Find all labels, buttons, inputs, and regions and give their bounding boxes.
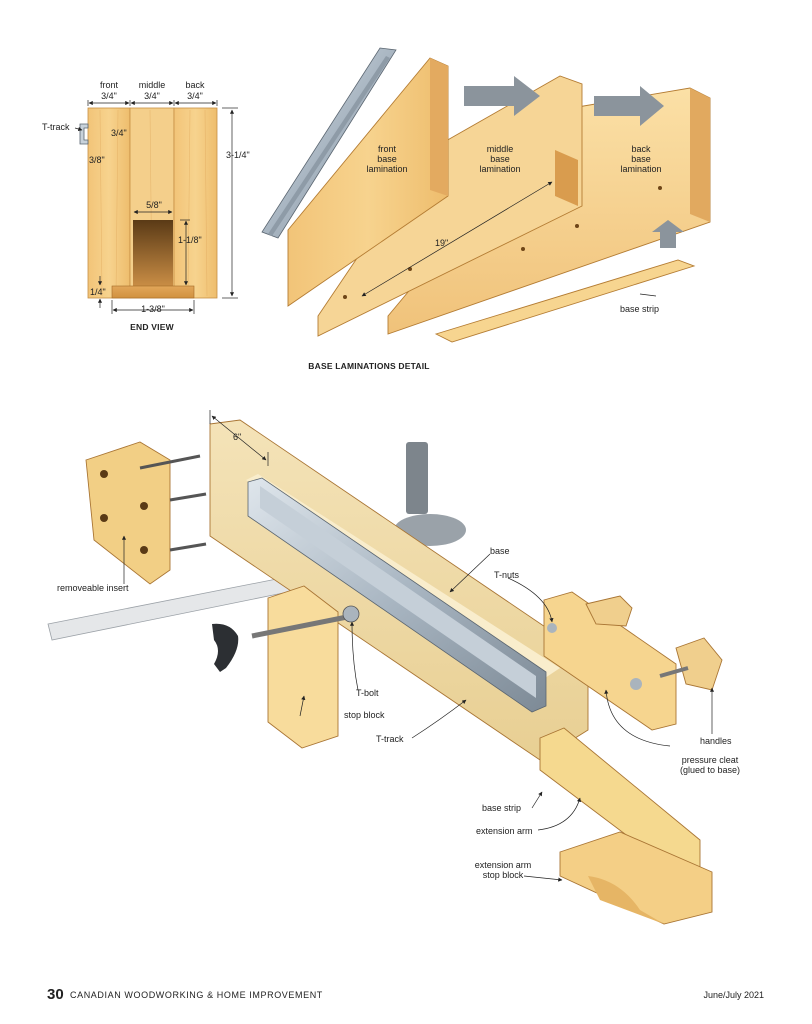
lamination-base-strip-label: base strip [620, 304, 660, 314]
removeable-insert-label: removeable insert [57, 583, 129, 593]
extension-arm-label: extension arm [476, 826, 533, 836]
end-view-slot-width: 5/8" [146, 200, 162, 210]
laminations-caption: BASE LAMINATIONS DETAIL [308, 361, 430, 371]
base-strip-label: base strip [482, 803, 522, 813]
end-view-drawing [74, 100, 238, 314]
ttrack-label: T-track [376, 734, 404, 744]
page-number: 30 [47, 986, 64, 1003]
lamination-length-dim: 19" [435, 238, 449, 248]
end-view-col-width-front: 3/4" [101, 91, 117, 101]
end-view-col-header-back: back [185, 80, 205, 90]
tnuts-label: T-nuts [494, 570, 520, 580]
end-view-col-width-middle: 3/4" [144, 91, 160, 101]
extension-arm-stop-block-label: extension arm stop block [474, 860, 532, 880]
publication-name: CANADIAN WOODWORKING & HOME IMPROVEMENT [70, 990, 323, 1000]
middle-lamination-label: middle base lamination [479, 144, 521, 174]
assembly-drawing [47, 410, 723, 925]
end-view-caption: END VIEW [130, 322, 174, 332]
assembly-dim-6: 6" [233, 432, 242, 442]
base-label: base [490, 546, 510, 556]
end-view-col-width-back: 3/4" [187, 91, 203, 101]
laminations-drawing [261, 47, 711, 343]
end-view-base-strip-thickness: 1/4" [90, 287, 106, 297]
tbolt-label: T-bolt [356, 688, 379, 698]
end-view-slot-height: 1-1/8" [178, 235, 202, 245]
end-view-ttrack-height: 3/8" [89, 155, 105, 165]
issue-date: June/July 2021 [703, 990, 764, 1000]
handles-label: handles [700, 736, 732, 746]
end-view-bottom-width: 1-3/8" [141, 304, 165, 314]
end-view-overall-height: 3-1/4" [226, 150, 250, 160]
end-view-ttrack-label: T-track [42, 122, 70, 132]
end-view-col-header-front: front [99, 80, 119, 90]
back-lamination-label: back base lamination [620, 144, 662, 174]
pressure-cleat-label: pressure cleat (glued to base) [679, 755, 741, 775]
end-view-col-header-middle: middle [138, 80, 166, 90]
front-lamination-label: front base lamination [366, 144, 408, 174]
stop-block-label: stop block [344, 710, 385, 720]
end-view-ttrack-depth: 3/4" [111, 128, 127, 138]
